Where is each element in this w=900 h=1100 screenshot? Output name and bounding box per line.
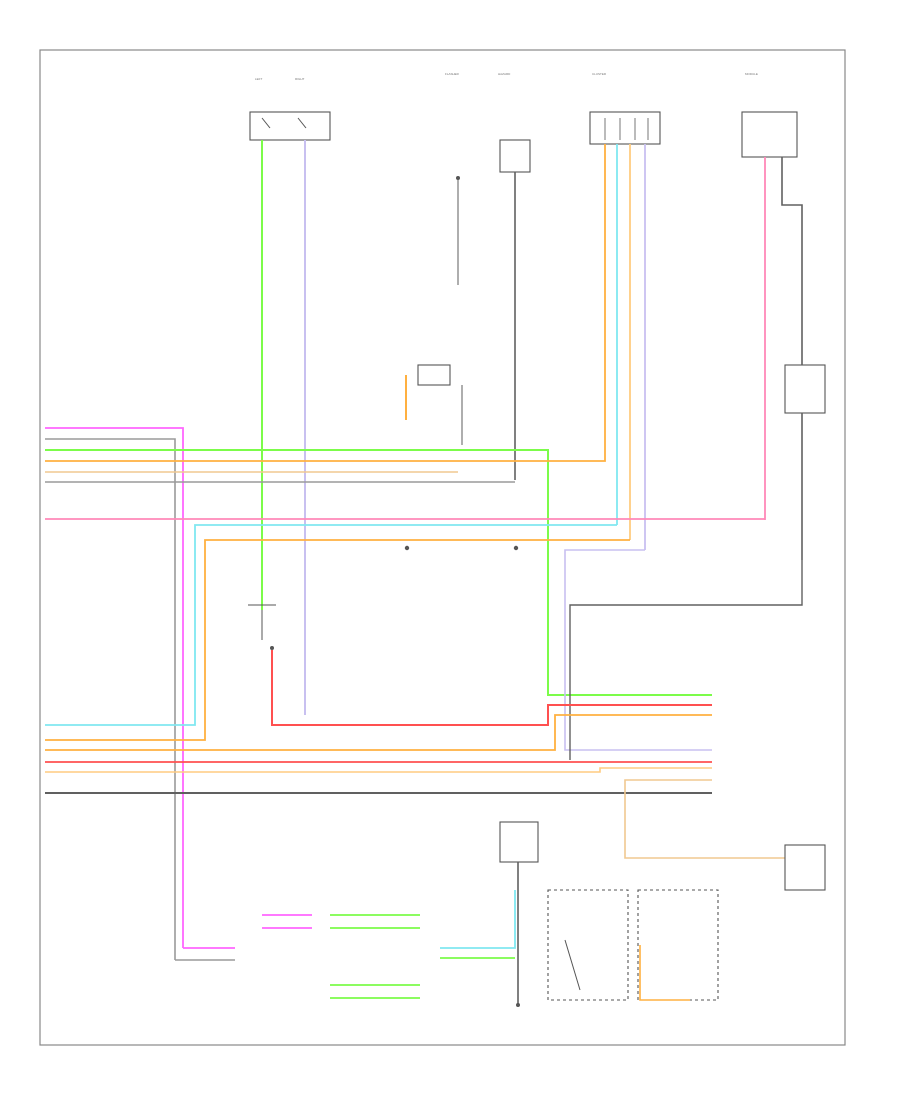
wire-green-harness <box>45 449 712 696</box>
wire-darkgray-module <box>781 157 803 365</box>
wire-light-orange-row <box>45 767 712 773</box>
diagram-frame <box>39 49 846 1046</box>
hazard-module-box: HAZARD <box>498 72 531 173</box>
door-switch-right <box>637 889 719 1001</box>
wire-magenta-top <box>45 427 184 948</box>
svg-text:RIGHT: RIGHT <box>295 77 305 81</box>
wire-tan-row <box>624 779 785 859</box>
wire-orange-lower <box>45 714 712 751</box>
wire-cyan-mid <box>45 524 617 726</box>
cluster-connector-box: CLUSTER <box>589 72 661 145</box>
svg-text:FLASHER: FLASHER <box>445 72 460 76</box>
door-switch-left <box>547 889 629 1001</box>
svg-text:CLUSTER: CLUSTER <box>592 72 607 76</box>
wire-cyan-bl <box>440 890 516 949</box>
lamp-outage-box: MODULE <box>741 72 798 158</box>
right-module-box <box>784 364 826 414</box>
small-relay-box <box>417 364 451 386</box>
flasher-connector: FLASHER <box>445 72 460 180</box>
wire-gray-top <box>45 438 176 960</box>
wire-red-lower <box>271 650 712 726</box>
svg-text:HAZARD: HAZARD <box>498 72 511 76</box>
turn-signal-switch-group: LEFT RIGHT <box>249 77 331 141</box>
lower-switch <box>248 604 276 650</box>
svg-text:MODULE: MODULE <box>745 72 758 76</box>
wire-lavender-mid <box>564 549 712 751</box>
wire-orange-mid <box>45 539 630 741</box>
wire-gray-switch <box>569 560 803 760</box>
svg-text:LEFT: LEFT <box>255 77 263 81</box>
wire-orange-harness <box>45 460 606 462</box>
bottom-center-box <box>499 821 539 1007</box>
bottom-right-box <box>784 844 826 891</box>
